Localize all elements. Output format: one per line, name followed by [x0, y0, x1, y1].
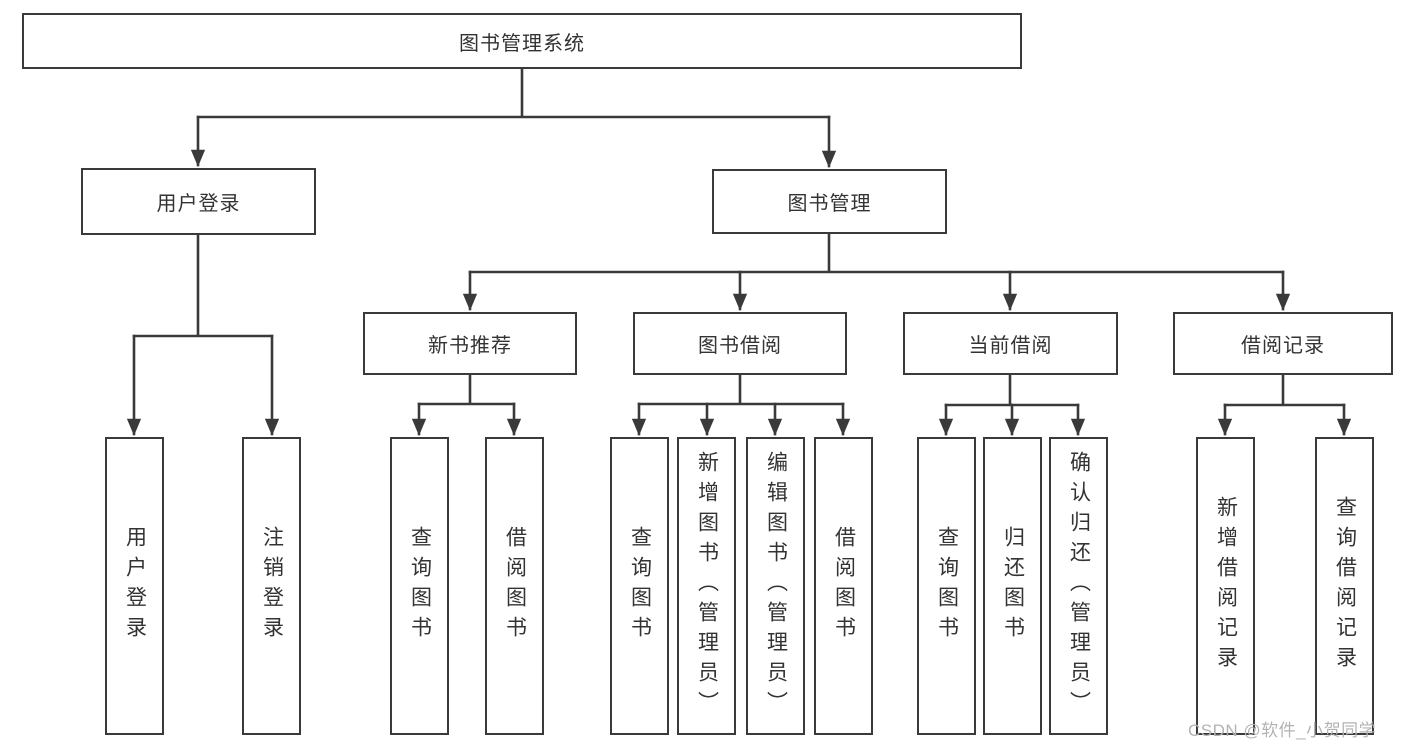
leaf-recommend-borrow-books: 借阅图书 [485, 437, 544, 735]
leaf-borrow-add-books-admin: 新增图书（管理员） [677, 437, 736, 735]
leaf-current-confirm-return-admin: 确认归还（管理员） [1049, 437, 1108, 735]
node-label: 新书推荐 [428, 335, 512, 357]
leaf-label: 借阅图书 [832, 526, 856, 646]
leaf-borrow-borrow-books: 借阅图书 [814, 437, 873, 735]
node-current-borrow: 当前借阅 [903, 312, 1118, 375]
node-borrow-records: 借阅记录 [1173, 312, 1393, 375]
leaf-label: 查询图书 [408, 526, 432, 646]
node-library-management-system: 图书管理系统 [22, 13, 1022, 69]
leaf-records-query-borrow-record: 查询借阅记录 [1315, 437, 1374, 735]
node-new-book-recommend: 新书推荐 [363, 312, 577, 375]
leaf-user-login: 用户登录 [105, 437, 164, 735]
node-label: 借阅记录 [1241, 335, 1325, 357]
leaf-current-return-books: 归还图书 [983, 437, 1042, 735]
leaf-borrow-edit-books-admin: 编辑图书（管理员） [746, 437, 805, 735]
node-book-borrow: 图书借阅 [633, 312, 847, 375]
node-label: 当前借阅 [968, 335, 1053, 357]
leaf-label: 归还图书 [1001, 526, 1025, 646]
leaf-logout: 注销登录 [242, 437, 301, 735]
leaf-label: 查询借阅记录 [1333, 496, 1357, 676]
leaf-records-add-borrow-record: 新增借阅记录 [1196, 437, 1255, 735]
leaf-label: 查询图书 [935, 526, 959, 646]
leaf-label: 查询图书 [628, 526, 652, 646]
node-label: 图书借阅 [698, 335, 782, 357]
node-book-management-branch: 图书管理 [712, 169, 947, 234]
csdn-watermark: CSDN @软件_小贺同学 [1188, 721, 1377, 740]
leaf-recommend-query-books: 查询图书 [390, 437, 449, 735]
leaf-current-query-books: 查询图书 [917, 437, 976, 735]
leaf-label: 新增借阅记录 [1214, 496, 1238, 676]
node-label: 图书管理系统 [459, 32, 585, 55]
leaf-label: 用户登录 [123, 526, 147, 646]
node-user-login-branch: 用户登录 [81, 168, 316, 235]
leaf-label: 借阅图书 [503, 526, 527, 646]
leaf-label: 确认归还（管理员） [1067, 451, 1091, 721]
leaf-borrow-query-books: 查询图书 [610, 437, 669, 735]
leaf-label: 注销登录 [260, 526, 284, 646]
leaf-label: 新增图书（管理员） [695, 451, 719, 721]
node-label: 用户登录 [156, 193, 241, 215]
node-label: 图书管理 [787, 193, 872, 215]
leaf-label: 编辑图书（管理员） [764, 451, 788, 721]
